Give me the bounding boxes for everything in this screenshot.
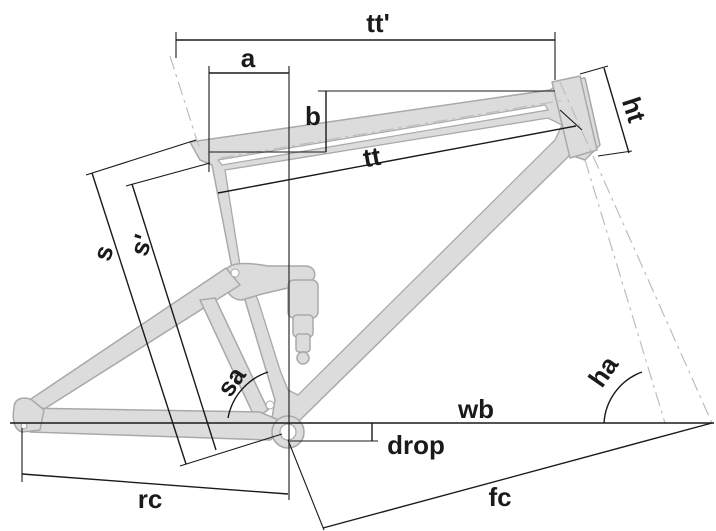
seat-stay — [21, 267, 241, 419]
sa-angle-arc — [227, 371, 269, 419]
rocker-link — [223, 262, 316, 301]
top-tube-upper-cut — [216, 104, 549, 166]
s-dimension — [91, 172, 187, 465]
steering-axis-dashed-2 — [584, 159, 666, 424]
rc-dimension — [21, 473, 289, 495]
ht-tick-top — [579, 65, 609, 75]
tt-dimension — [217, 125, 577, 194]
ht-dimension — [603, 67, 630, 154]
label-ht: ht — [616, 93, 652, 126]
label-tt-prime: tt' — [366, 8, 390, 38]
s-tick-bottom — [179, 433, 283, 467]
chain-stay — [19, 407, 291, 441]
ht-tick-bottom — [597, 150, 633, 157]
fc-tick-left — [287, 439, 325, 531]
bottom-bracket-core — [279, 423, 297, 441]
s-prime-dimension — [131, 183, 217, 451]
dimension-lines — [10, 32, 714, 531]
rear-shock — [287, 279, 319, 365]
label-rc: rc — [138, 484, 163, 514]
label-s-prime: s' — [124, 231, 159, 260]
bike-frame — [12, 75, 601, 449]
top-tube-axis-dashed — [219, 99, 566, 159]
rear-triangle-brace — [199, 297, 269, 419]
label-b: b — [305, 101, 321, 131]
label-fc: fc — [488, 482, 511, 512]
construction-lines — [169, 55, 713, 424]
fc-dimension — [322, 422, 713, 529]
s-prime-tick-top — [125, 162, 211, 187]
label-wb: wb — [457, 394, 494, 424]
seat-tube-axis-extension — [169, 55, 201, 151]
s-tick-top — [85, 139, 197, 176]
tt-tick-right — [559, 109, 583, 131]
pivot-bolt — [230, 268, 240, 278]
ha-angle-arc — [603, 371, 643, 424]
pivot-bolt — [265, 400, 275, 410]
label-drop: drop — [387, 430, 445, 460]
steering-axis-dashed — [559, 81, 713, 424]
label-tt: tt — [361, 141, 384, 174]
label-a: a — [241, 43, 256, 73]
head-tube — [551, 75, 598, 159]
label-ha: ha — [582, 350, 624, 393]
